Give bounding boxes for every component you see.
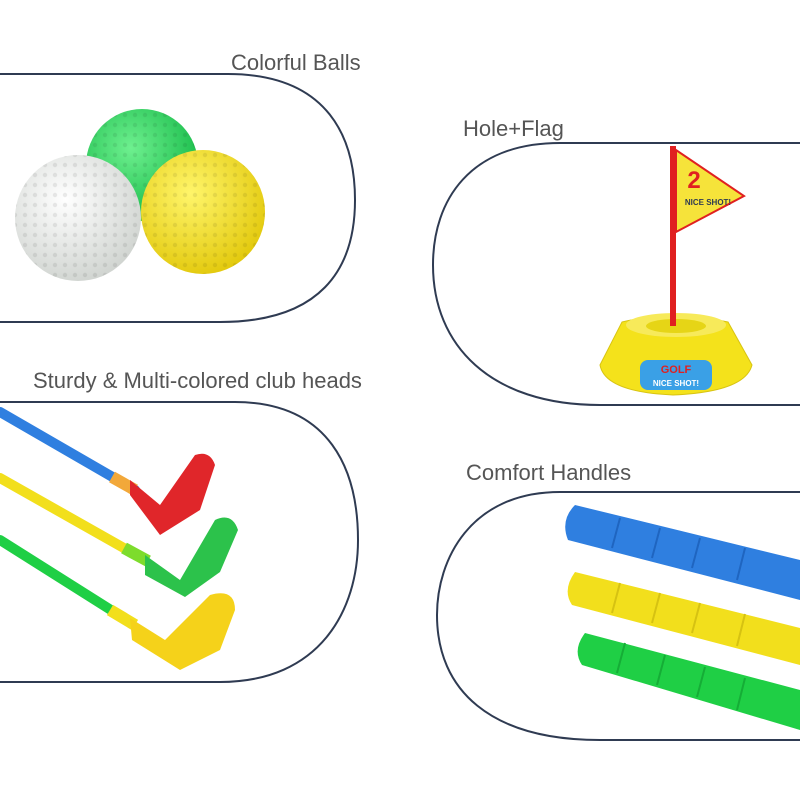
yellow-ball <box>141 150 265 274</box>
flag-pole <box>670 146 676 326</box>
club-heads-label: Sturdy & Multi-colored club heads <box>33 368 362 393</box>
flag-number: 2 <box>687 167 700 194</box>
clubs-frame <box>0 401 360 683</box>
yellow-club-head <box>130 593 235 670</box>
white-ball <box>15 155 141 281</box>
colorful-balls-label: Colorful Balls <box>231 50 361 75</box>
yellow-handle <box>567 572 800 665</box>
hole-flag-label: Hole+Flag <box>463 116 564 141</box>
handles-frame <box>435 491 800 741</box>
comfort-handles-label: Comfort Handles <box>466 460 632 485</box>
blue-handle <box>565 505 800 600</box>
green-handle <box>577 633 800 730</box>
cup-sticker-text: NICE SHOT! <box>653 379 699 388</box>
green-club-head <box>145 517 238 597</box>
cup-sticker-title: GOLF <box>661 364 692 376</box>
flag-frame <box>431 142 800 406</box>
green-club <box>0 535 235 670</box>
flag-cloth: 2 NICE SHOT! <box>675 148 746 234</box>
blue-club <box>0 407 215 535</box>
cup-sticker <box>640 360 712 390</box>
red-club-head <box>130 453 215 535</box>
yellow-club <box>0 473 238 597</box>
balls-frame <box>0 73 357 323</box>
flag-text: NICE SHOT! <box>685 198 731 207</box>
